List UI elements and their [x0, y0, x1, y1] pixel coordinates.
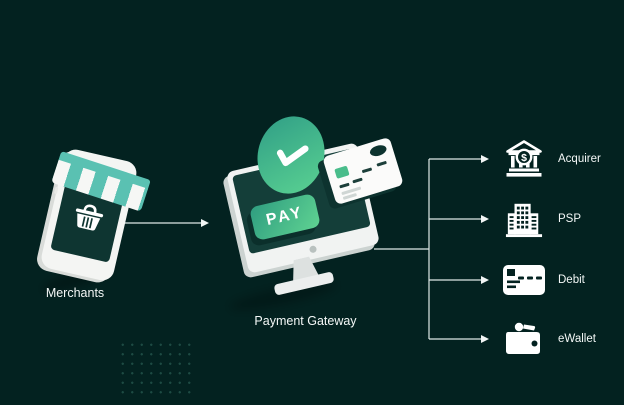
card-logo-oval	[368, 143, 388, 158]
target-row-ewallet: eWallet	[502, 317, 596, 361]
checkmark-icon	[276, 145, 309, 167]
arrowhead-ewallet	[481, 335, 489, 343]
pay-button-label: PAY	[264, 203, 306, 230]
phone-screen	[50, 161, 130, 263]
target-row-psp: PSP	[502, 197, 581, 241]
card-number-dash	[339, 182, 350, 189]
arrowhead-psp	[481, 215, 489, 223]
acquirer-label: Acquirer	[558, 153, 601, 165]
shopping-basket-icon	[75, 204, 104, 231]
ewallet-label: eWallet	[558, 333, 596, 345]
arrowhead-debit	[481, 276, 489, 284]
bank-icon: $	[502, 137, 546, 181]
decor-dot-grid	[118, 340, 192, 400]
payment-gateway-label: Payment Gateway	[254, 314, 357, 328]
dollar-symbol: $	[521, 152, 527, 164]
payment-gateway-node: PAY	[218, 108, 418, 320]
card-number-dash	[376, 160, 387, 167]
merchants-label: Merchants	[45, 286, 105, 300]
card-number-dash	[352, 177, 363, 184]
card-number-dash	[361, 167, 373, 174]
monitor-camera-dot	[308, 245, 318, 254]
card-chip	[334, 165, 350, 179]
debit-label: Debit	[558, 274, 585, 286]
psp-label: PSP	[558, 213, 582, 225]
wallet-icon	[502, 317, 546, 361]
arrowhead-acquirer	[481, 155, 489, 163]
target-row-acquirer: $ Acquirer	[502, 137, 601, 181]
target-row-debit: Debit	[502, 258, 585, 302]
debit-card-icon	[502, 258, 546, 302]
merchants-node	[38, 147, 158, 298]
smartphone-illustration	[39, 147, 151, 283]
arrowhead-gateway	[201, 219, 209, 227]
success-check-badge	[248, 108, 334, 202]
card-detail-line	[342, 192, 357, 200]
office-building-icon	[502, 197, 546, 241]
